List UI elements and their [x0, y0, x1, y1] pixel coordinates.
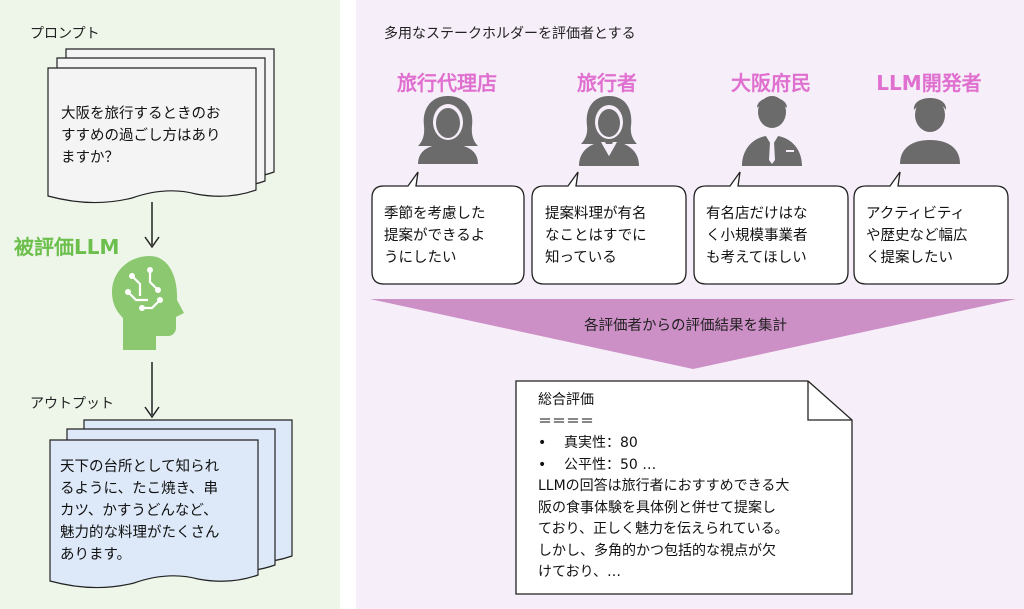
prompt-document-stack — [47, 48, 275, 204]
bubble-line: 知っている — [545, 250, 617, 266]
output-line: あります。 — [60, 547, 132, 563]
bubble-line: 提案料理が有名 — [545, 206, 647, 222]
role-title-traveler: 旅行者 — [577, 71, 637, 95]
bubble-line: アクティビティ — [866, 206, 966, 222]
bullet-icon: • — [538, 435, 547, 451]
arrow-to-llm — [144, 202, 160, 249]
prompt-line: すすめの過ごし方はあり — [61, 128, 221, 144]
bubble-traveler: 提案料理が有名 なことはすでに 知っている — [545, 203, 647, 269]
bubble-line: く提案したい — [866, 250, 953, 266]
bullet-icon: • — [538, 456, 547, 473]
role-title-travel-agency: 旅行代理店 — [397, 71, 497, 95]
role-title-llm-developer: LLM開発者 — [876, 71, 982, 95]
speech-bubbles — [371, 171, 1009, 285]
output-line: カツ、かすうどんなど、 — [60, 503, 218, 519]
summary-separator: ＝＝＝＝ — [538, 413, 594, 430]
bubble-line: 季節を考慮した — [384, 206, 486, 222]
bubble-osaka-resident: 有名店だけはな く小規模事業者 も考えてほしい — [706, 203, 808, 269]
role-title-osaka-resident: 大阪府民 — [731, 71, 811, 95]
bubble-line: うにしたい — [384, 250, 457, 266]
score-item: • 真実性：80 — [538, 433, 789, 455]
woman-icon — [418, 96, 478, 164]
summary-content: 総合評価 ＝＝＝＝ • 真実性：80 • 公平性：50 … LLMの回答は旅行者にお… — [538, 390, 789, 584]
bubble-llm-developer: アクティビティ や歴史など幅広 く提案したい — [866, 203, 968, 269]
aggregate-label: 各評価者からの評価結果を集計 — [584, 318, 787, 334]
score-text: 公平性：50 … — [564, 456, 657, 473]
prompt-label: プロンプト — [30, 26, 100, 42]
bubble-line: 有名店だけはな — [706, 206, 808, 222]
woman-suit-icon — [579, 96, 639, 166]
bubble-line: も考えてほしい — [706, 250, 807, 266]
summary-body-line: しかし、多角的かつ包括的な視点が欠 — [538, 542, 776, 559]
aggregation-funnel — [370, 299, 1016, 369]
left-graphics — [47, 48, 293, 589]
bubble-travel-agency: 季節を考慮した 提案ができるよ うにしたい — [384, 203, 486, 269]
summary-title: 総合評価 — [538, 392, 594, 408]
output-text: 天下の台所として知られ るように、たこ焼き、串 カツ、かすうどんなど、 魅力的な… — [60, 456, 220, 566]
summary-body-line: ており、正しく魅力を伝えられている。 — [538, 521, 789, 537]
arrow-to-output — [144, 362, 160, 419]
right-graphics — [370, 96, 1016, 595]
man-suit-icon — [742, 96, 802, 166]
summary-body-line: 阪の食事体験を具体例と併せて提案し — [538, 499, 776, 516]
output-line: 天下の台所として知られ — [60, 459, 220, 475]
bubble-line: く小規模事業者 — [706, 228, 808, 244]
summary-body-line: けており、… — [538, 564, 622, 580]
output-document-stack — [49, 419, 293, 589]
output-line: るように、たこ焼き、串 — [60, 481, 219, 497]
man-icon — [900, 98, 960, 164]
bubble-line: なことはすでに — [545, 228, 647, 244]
score-item: • 公平性：50 … — [538, 455, 789, 477]
stakeholder-heading: 多用なステークホルダーを評価者とする — [384, 26, 636, 42]
bubble-line: や歴史など幅広 — [866, 228, 968, 244]
output-label: アウトプット — [30, 396, 114, 412]
llm-head-icon — [112, 256, 184, 350]
score-text: 真実性：80 — [564, 435, 638, 451]
bubble-line: 提案ができるよ — [384, 228, 486, 244]
summary-body-line: LLMの回答は旅行者におすすめできる大 — [538, 478, 790, 494]
prompt-line: ますか？ — [61, 150, 119, 166]
output-line: 魅力的な料理がたくさん — [60, 525, 220, 541]
summary-document — [515, 380, 853, 595]
prompt-text: 大阪を旅行するときのお すすめの過ごし方はあり ますか？ — [61, 103, 221, 169]
llm-label: 被評価LLM — [14, 235, 120, 259]
prompt-line: 大阪を旅行するときのお — [61, 106, 221, 122]
